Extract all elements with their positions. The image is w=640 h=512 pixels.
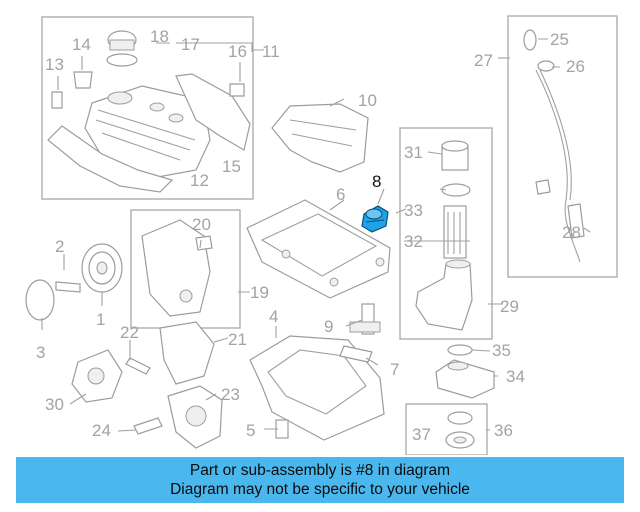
callout-23: 23	[221, 385, 240, 404]
callout-28: 28	[562, 223, 581, 242]
box-dipstick-group	[507, 15, 618, 278]
crank-seal-part	[25, 279, 55, 321]
baffle-plate-part	[271, 103, 369, 173]
callout-36: 36	[494, 421, 513, 440]
valve-small-part	[51, 71, 245, 109]
banner-line-1: Part or sub-assembly is #8 in diagram	[189, 462, 451, 479]
valve-cover-gasket-part	[47, 125, 174, 193]
highlighted-part-8[interactable]	[361, 205, 389, 233]
box-oil-filter-group	[399, 127, 493, 340]
info-banner: Part or sub-assembly is #8 in diagram Di…	[16, 457, 624, 503]
callout-18: 18	[150, 27, 169, 46]
callout-14: 14	[72, 35, 91, 54]
callout-31: 31	[404, 143, 423, 162]
oil-cooler-part	[435, 359, 495, 399]
callout-26: 26	[566, 57, 585, 76]
upper-oil-pan-part	[246, 199, 391, 299]
dipstick-part	[523, 29, 585, 263]
callout-3: 3	[36, 343, 45, 362]
callout-8: 8	[372, 172, 381, 191]
callout-15: 15	[222, 157, 241, 176]
callout-10: 10	[358, 91, 377, 110]
callout-30: 30	[45, 395, 64, 414]
callout-16: 16	[228, 42, 247, 61]
seal-35-part	[447, 344, 473, 356]
callout-33: 33	[404, 201, 423, 220]
oil-cap-part	[107, 30, 137, 51]
callout-24: 24	[92, 421, 111, 440]
callout-29: 29	[500, 297, 519, 316]
callout-1: 1	[96, 310, 105, 329]
cap-seal-part	[106, 53, 138, 67]
callout-37: 37	[412, 425, 431, 444]
callout-11: 11	[262, 42, 280, 61]
callout-13: 13	[45, 55, 64, 74]
water-pump-part	[71, 349, 123, 403]
callout-20: 20	[192, 215, 211, 234]
banner-line-2: Diagram may not be specific to your vehi…	[170, 481, 470, 498]
gasket-7-part	[339, 345, 373, 363]
oil-level-sensor-part	[349, 303, 381, 335]
callout-9: 9	[324, 317, 333, 336]
filter-housing-part	[415, 259, 473, 331]
pulley-bolt-part	[55, 281, 81, 293]
bolt-22-part	[125, 357, 151, 375]
callout-2: 2	[55, 237, 64, 256]
leader-lines	[41, 38, 591, 432]
callout-12: 12	[190, 171, 209, 190]
filter-cap-part	[441, 140, 469, 171]
callout-7: 7	[390, 360, 399, 379]
callout-25: 25	[550, 30, 569, 49]
valve-cover-part	[84, 85, 211, 178]
crank-pulley-part	[81, 243, 123, 293]
filter-element-part	[443, 205, 467, 259]
breather-hose-part	[175, 73, 251, 151]
callout-27: 27	[474, 51, 493, 70]
lower-oil-pan-part	[249, 335, 385, 441]
callout-5: 5	[246, 421, 255, 440]
cover-23-part	[167, 385, 223, 449]
bolt-24-part	[133, 417, 163, 435]
callout-6: 6	[336, 185, 345, 204]
callout-32: 32	[404, 232, 423, 251]
callout-21: 21	[228, 330, 247, 349]
callout-34: 34	[506, 367, 525, 386]
callout-19: 19	[250, 283, 269, 302]
box-valve-cover-group	[41, 16, 254, 200]
seal-37-part	[445, 411, 475, 449]
filter-seal-part	[441, 183, 471, 197]
callout-4: 4	[269, 307, 278, 326]
callout-22: 22	[120, 323, 139, 342]
timing-clip-part	[195, 235, 213, 251]
bracket-21-part	[159, 321, 215, 385]
callout-35: 35	[492, 341, 511, 360]
timing-cover-part	[141, 219, 211, 317]
callout-17: 17	[181, 35, 200, 54]
parts-diagram: 1 2 3 4 5 6 7 8 9 10 11 12 13 14 15 16 1…	[25, 15, 618, 455]
